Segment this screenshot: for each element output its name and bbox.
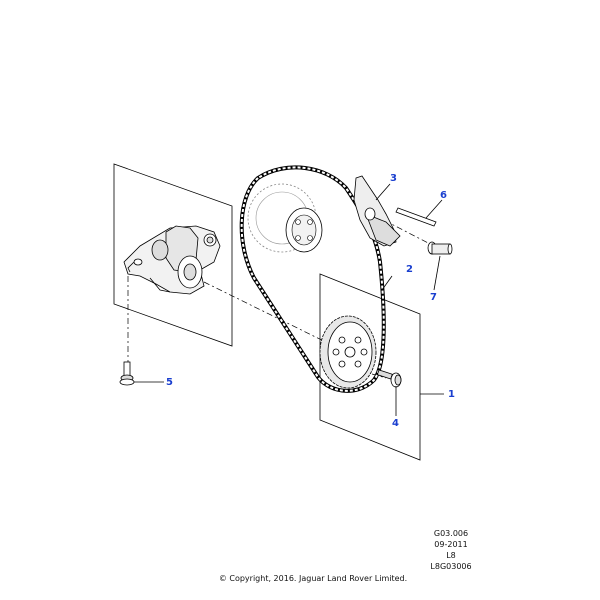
- bolt-5: [119, 361, 135, 386]
- stud-7: [427, 241, 453, 255]
- copyright-notice: © Copyright, 2016. Jaguar Land Rover Lim…: [218, 574, 408, 583]
- ref-code: G03.006: [433, 529, 469, 538]
- reference-block: G03.006 09-2011 L8 L8G03006: [420, 528, 482, 572]
- pin-6: [395, 207, 437, 227]
- drive-chain-2: [239, 165, 386, 393]
- sprocket-panel: [319, 273, 421, 461]
- callout-6: 6: [440, 190, 447, 201]
- crank-sprocket: [247, 183, 323, 253]
- bolt-4: [376, 369, 402, 388]
- callout-1: 1: [448, 389, 455, 400]
- callout-7: 7: [430, 292, 437, 303]
- oil-pump-panel: [113, 163, 233, 347]
- callout-4: 4: [392, 418, 399, 429]
- oil-pump-sprocket-1: [319, 315, 377, 389]
- callout-2: 2: [406, 264, 413, 275]
- ref-model: L8: [446, 551, 456, 560]
- ref-image-code: L8G03006: [430, 562, 472, 571]
- chain-tensioner-3: [353, 175, 401, 247]
- ref-date: 09-2011: [434, 540, 468, 549]
- callout-5: 5: [166, 377, 173, 388]
- callout-3: 3: [390, 173, 397, 184]
- oil-pump: [123, 225, 221, 295]
- leader-lines: [134, 183, 444, 416]
